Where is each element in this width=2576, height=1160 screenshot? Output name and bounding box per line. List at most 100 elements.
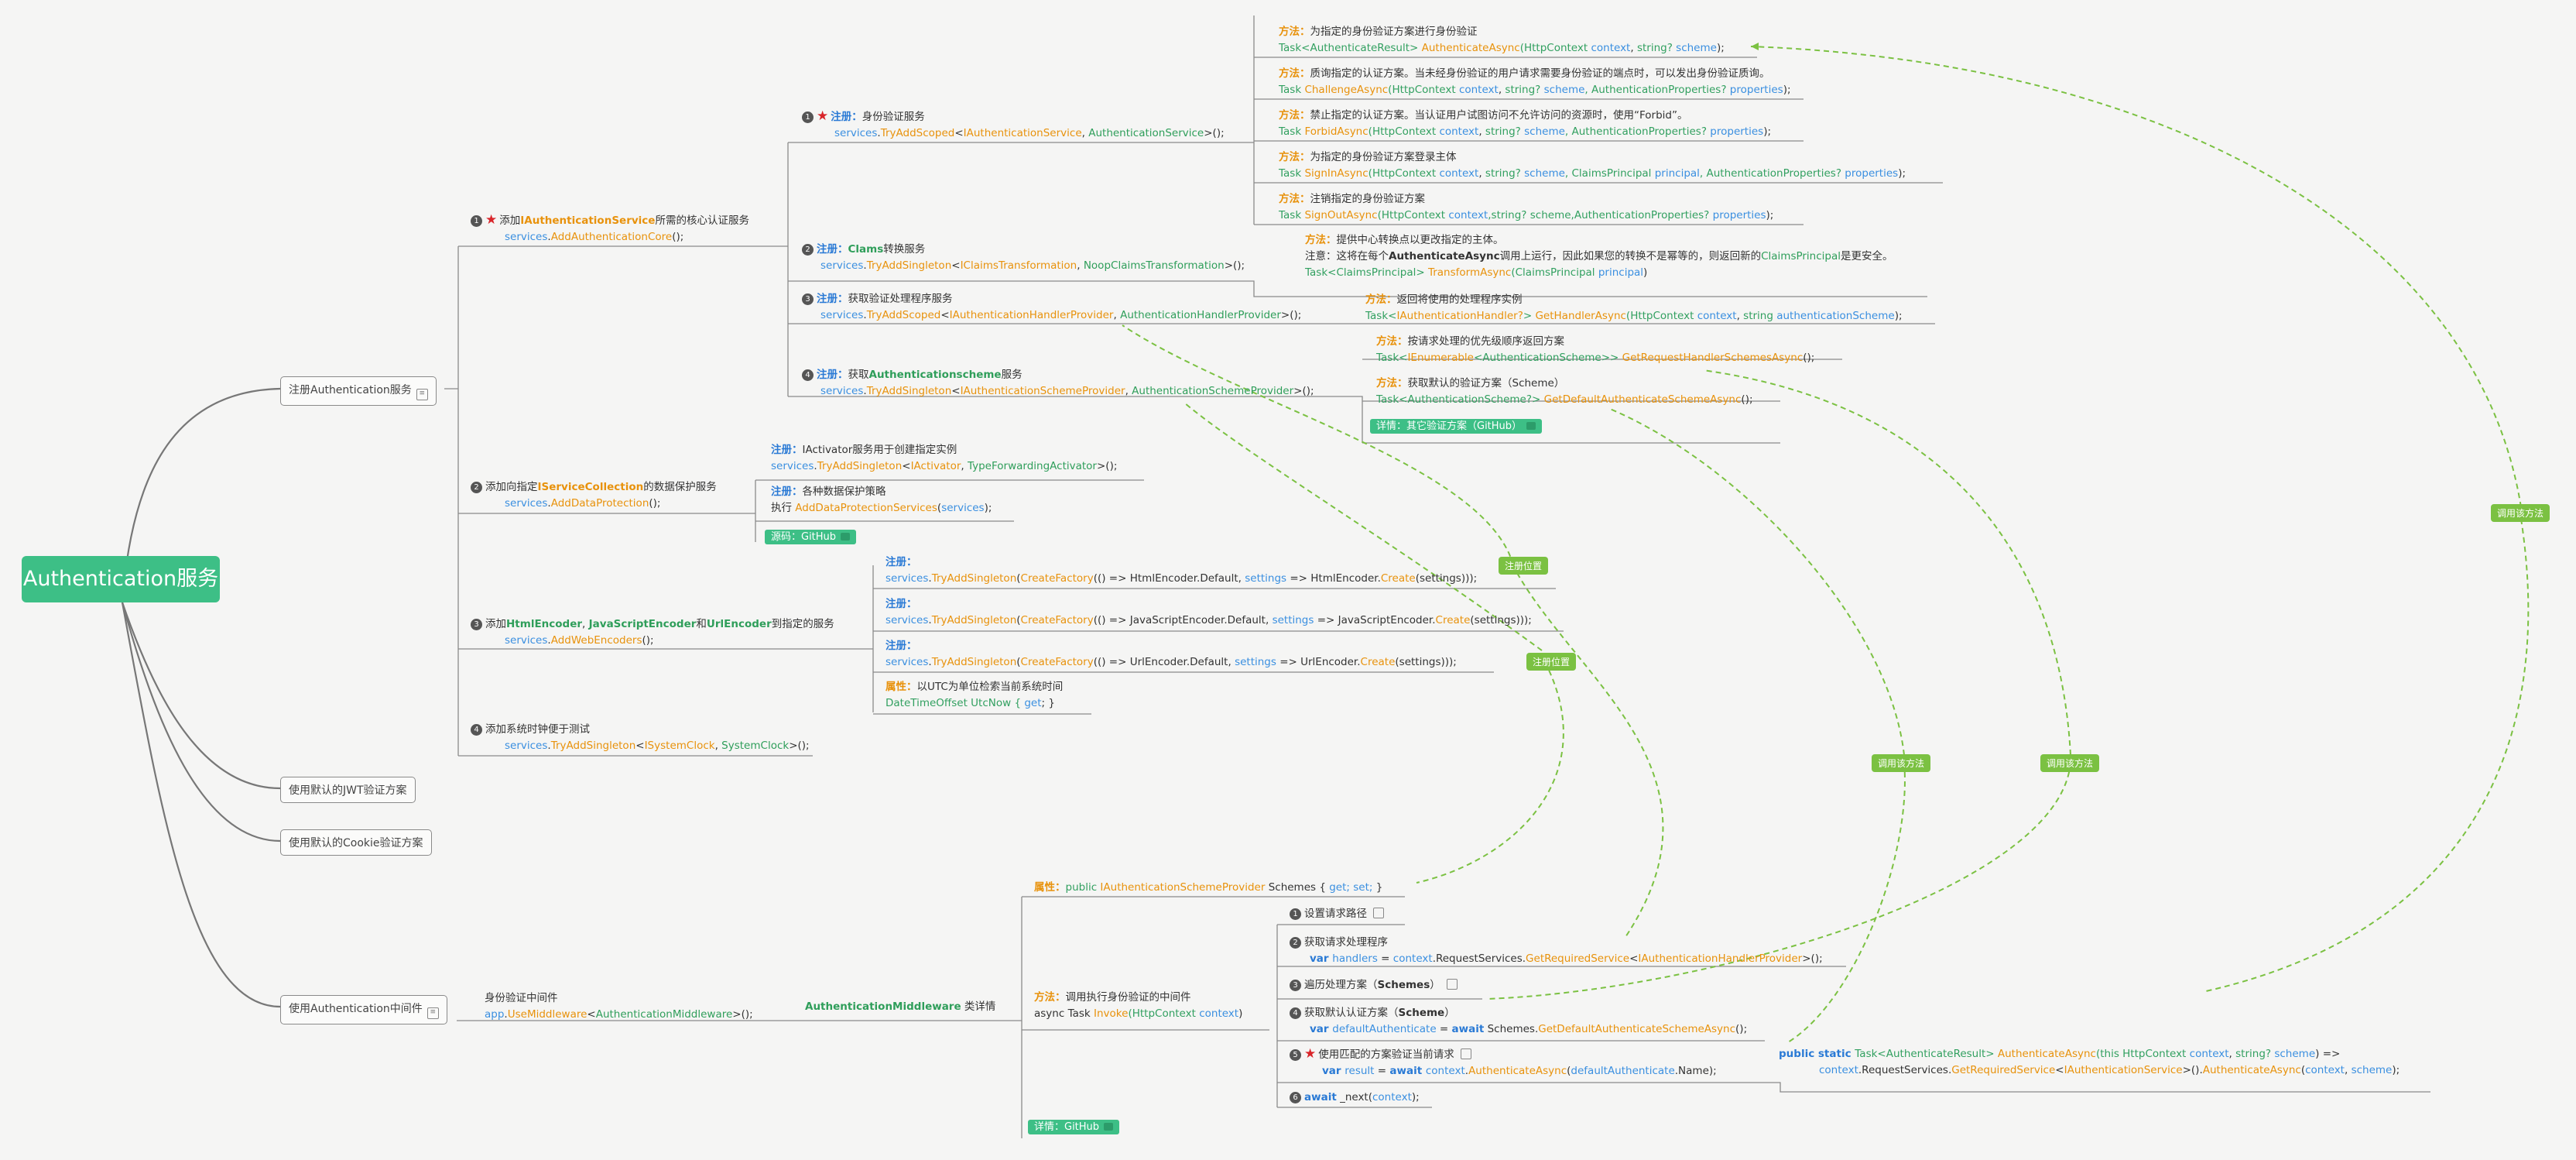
- m-name: SignOutAsync: [1304, 209, 1378, 221]
- we-svc: services: [886, 614, 929, 626]
- m-label: 方法：: [1376, 377, 1408, 390]
- m-p: string?: [1636, 42, 1673, 54]
- method-challenge[interactable]: 方法：质询指定的认证方案。当未经身份验证的用户请求需要身份验证的端点时，可以发出…: [1279, 66, 1791, 98]
- sub3-method: TryAddScoped: [866, 309, 941, 321]
- core-service[interactable]: 1★添加IAuthenticationService所需的核心认证服务 serv…: [471, 212, 749, 245]
- method-forbid[interactable]: 方法：禁止指定的认证方案。当认证用户试图访问不允许访问的资源时，使用“Forbi…: [1279, 108, 1771, 140]
- m-label: 方法：: [1279, 109, 1310, 122]
- we-html[interactable]: 注册： services.TryAddSingleton(CreateFacto…: [886, 556, 1478, 585]
- m-p: principal: [1654, 167, 1700, 180]
- branch-middleware[interactable]: 使用Authentication中间件≡: [280, 995, 447, 1024]
- note-icon[interactable]: ≡: [426, 1007, 439, 1019]
- method-signout[interactable]: 方法：注销指定的身份验证方案 Task SignOutAsync(HttpCon…: [1279, 191, 1773, 224]
- we-arrow: => JavaScriptEncoder.: [1314, 614, 1436, 626]
- m-p: scheme: [1672, 42, 1717, 54]
- we-sep2: 和: [696, 618, 707, 630]
- number-badge: 1: [802, 112, 814, 123]
- method-default-scheme[interactable]: 方法：获取默认的验证方案（Scheme） Task<Authentication…: [1376, 376, 1753, 408]
- link-icon: [841, 533, 851, 541]
- dash-call-1-up: [1609, 408, 1905, 756]
- m-p: , ClaimsPrincipal: [1564, 167, 1655, 180]
- m-p: properties: [1710, 125, 1764, 138]
- clock-open: <: [635, 740, 645, 752]
- arg: defaultAuthenticate: [1571, 1065, 1675, 1077]
- m-p: ();: [1741, 393, 1753, 406]
- prop-get: get: [1024, 697, 1042, 709]
- dp-exec-desc: 各种数据保护策略: [802, 486, 886, 498]
- step-5[interactable]: 5★使用匹配的方案验证当前请求 var result = await conte…: [1290, 1046, 1717, 1079]
- we-mid: (() => HtmlEncoder.Default,: [1093, 572, 1245, 585]
- label-call-method-1: 调用该方法: [1872, 754, 1931, 772]
- m-p: (ClaimsPrincipal: [1511, 266, 1598, 279]
- note-icon[interactable]: [1373, 908, 1384, 918]
- m-desc: 禁止指定的认证方案。当认证用户试图访问不允许访问的资源时，使用“Forbid”。: [1310, 109, 1688, 122]
- branch-jwt[interactable]: 使用默认的JWT验证方案: [280, 777, 416, 803]
- sub3-title: 获取验证处理程序服务: [848, 293, 953, 305]
- open: <: [1629, 952, 1639, 965]
- we-js[interactable]: 注册： services.TryAddSingleton(CreateFacto…: [886, 598, 1532, 626]
- root-node[interactable]: Authentication服务: [22, 556, 220, 602]
- dp-activator[interactable]: 注册：IActivator服务用于创建指定实例 services.TryAddS…: [771, 444, 1118, 472]
- note-icon[interactable]: [1460, 1048, 1471, 1059]
- branch-middleware-label: 使用Authentication中间件: [289, 1003, 423, 1015]
- mw-detail-link[interactable]: 详情：GitHub: [1028, 1118, 1120, 1134]
- open: <: [2055, 1064, 2064, 1076]
- scheme-detail-link[interactable]: 详情：其它验证方案（GitHub）: [1370, 417, 1543, 434]
- step-title: 使用匹配的方案验证当前请求: [1318, 1048, 1454, 1061]
- branch-cookie-label: 使用默认的Cookie验证方案: [289, 837, 423, 849]
- method-authenticate[interactable]: 方法：为指定的身份验证方案进行身份验证 Task<AuthenticateRes…: [1279, 24, 1725, 57]
- note-icon[interactable]: ≡: [416, 389, 428, 400]
- m-name: Invoke: [1094, 1007, 1129, 1020]
- sub4-method: TryAddSingleton: [866, 385, 952, 397]
- mw-invoke[interactable]: 方法：调用执行身份验证的中间件 async Task Invoke(HttpCo…: [1034, 990, 1242, 1022]
- method-request-schemes[interactable]: 方法：按请求处理的优先级顺序返回方案 Task<IEnumerable<Auth…: [1376, 334, 1814, 366]
- root-to-middleware: [121, 602, 281, 1008]
- ext-authenticate[interactable]: public static Task<AuthenticateResult> A…: [1779, 1046, 2400, 1079]
- sub3-tail: >();: [1280, 309, 1302, 321]
- method-get-handler[interactable]: 方法：返回将使用的处理程序实例 Task<IAuthenticationHand…: [1365, 292, 1903, 324]
- m-r: Task<: [1365, 310, 1397, 322]
- m-r: IAuthenticationHandler?: [1396, 310, 1523, 322]
- m-p: (HttpContext: [1368, 125, 1440, 138]
- note-icon[interactable]: [1446, 979, 1458, 990]
- sub-auth-service[interactable]: 1★注册：身份验证服务 services.TryAddScoped<IAuthe…: [802, 108, 1225, 142]
- m-p: ,: [1736, 310, 1744, 322]
- sub4-sep: ,: [1125, 385, 1132, 397]
- p: ,: [2344, 1064, 2352, 1076]
- method-transform[interactable]: 方法：提供中心转换点以更改指定的主体。 注意：这将在每个Authenticate…: [1305, 232, 1893, 281]
- p: context: [2305, 1064, 2345, 1076]
- scheme-detail-label: 详情：其它验证方案（GitHub）: [1376, 420, 1523, 432]
- star-icon: ★: [485, 212, 498, 228]
- mw-use[interactable]: 身份验证中间件 app.UseMiddleware<Authentication…: [485, 992, 753, 1021]
- number-badge: 2: [802, 244, 814, 256]
- m-p: (this HttpContext: [2095, 1048, 2190, 1060]
- mw-class[interactable]: AuthenticationMiddleware 类详情: [805, 999, 995, 1015]
- branch-cookie[interactable]: 使用默认的Cookie验证方案: [280, 829, 432, 856]
- method-signin[interactable]: 方法：为指定的身份验证方案登录主体 Task SignInAsync(HttpC…: [1279, 149, 1906, 182]
- dp-reg-desc: IActivator服务用于创建指定实例: [802, 444, 957, 456]
- dp-source-link[interactable]: 源码：GitHub: [765, 528, 857, 544]
- branch-register[interactable]: 注册Authentication服务≡: [280, 376, 437, 406]
- mw-schemes-prop[interactable]: 属性：public IAuthenticationSchemeProvider …: [1034, 880, 1382, 896]
- step-title: 获取请求处理程序: [1304, 936, 1388, 949]
- we-url[interactable]: 注册： services.TryAddSingleton(CreateFacto…: [886, 640, 1457, 668]
- dash-call-3-up: [1750, 46, 2522, 508]
- sub3-svc: services: [820, 309, 864, 321]
- dash-register-pos-2: [1416, 661, 1564, 884]
- we-label: 注册：: [886, 640, 917, 652]
- we-utcnow[interactable]: 属性：以UTC为单位检索当前系统时间 DateTimeOffset UtcNow…: [886, 679, 1063, 712]
- sub2-iface: IClaimsTransformation: [960, 259, 1077, 272]
- dp-policies[interactable]: 注册：各种数据保护策略 执行 AddDataProtectionServices…: [771, 484, 992, 517]
- m-label: 方法：: [1376, 335, 1408, 348]
